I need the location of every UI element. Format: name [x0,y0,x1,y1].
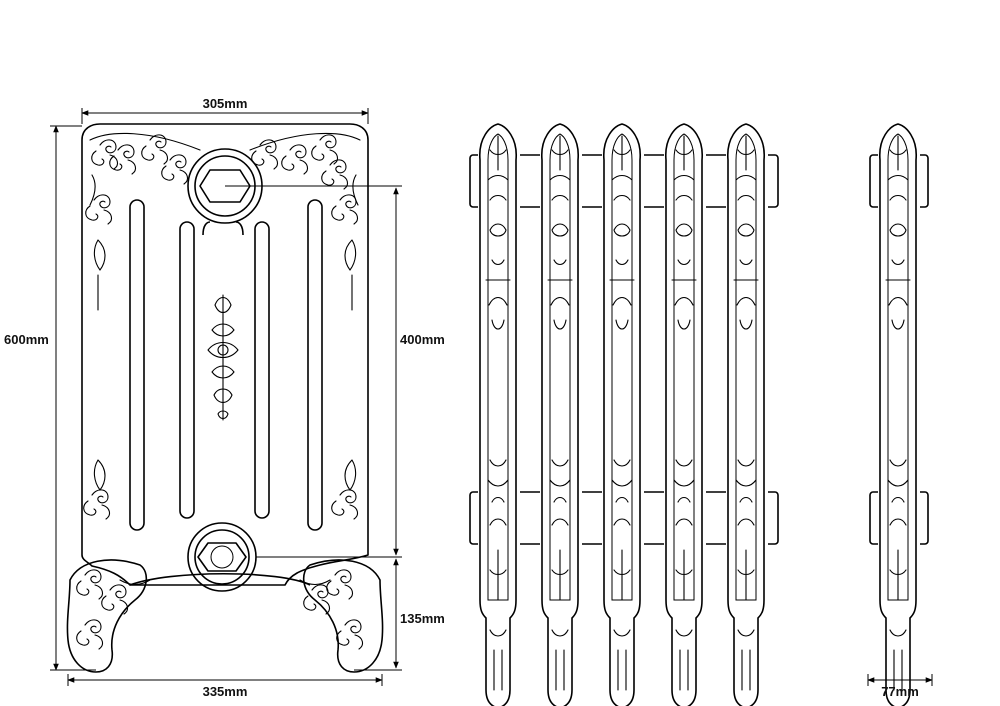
front-view: 305mm 335mm 600mm 400mm 135mm [4,96,445,699]
top-ornament-icon [85,132,361,311]
foot-height-label: 135mm [400,611,445,626]
channel-4 [307,199,323,531]
column-section-1 [478,122,520,706]
total-height-label: 600mm [4,332,49,347]
column-section-5 [726,122,768,706]
connection-height-label: 400mm [400,332,445,347]
channel-2 [179,221,195,519]
channel-1 [129,199,145,531]
depth-label: 77mm [881,684,919,699]
top-width-label: 305mm [203,96,248,111]
column-section-3 [602,122,644,706]
center-ornament-icon [207,294,239,421]
column-section-4 [664,122,706,706]
side-view [469,122,779,706]
column-section-2 [540,122,582,706]
bottom-plug-icon [187,522,257,592]
bottom-ornament-icon [76,459,364,650]
end-view: 77mm [867,122,933,706]
bottom-width-label: 335mm [203,684,248,699]
channel-3 [254,221,270,519]
